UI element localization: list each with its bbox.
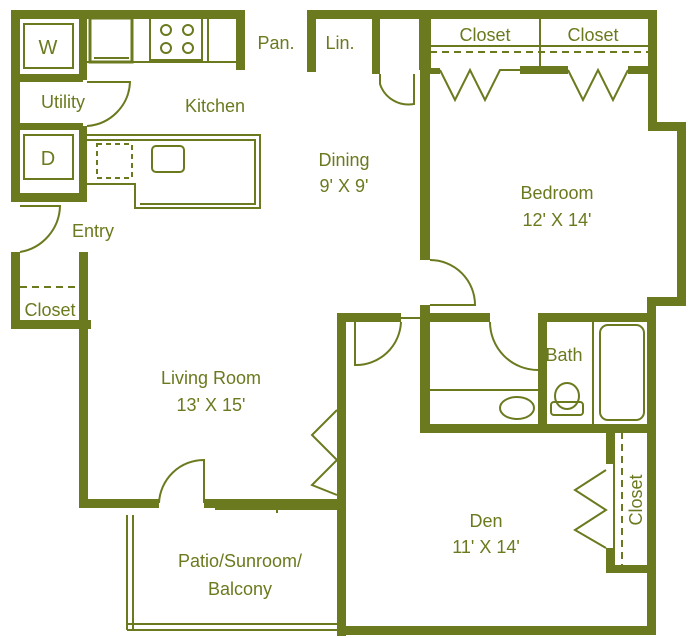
doors <box>19 67 629 549</box>
bedroom-closet-left-label: Closet <box>459 25 510 45</box>
fixtures <box>23 16 645 421</box>
washer-label: W <box>39 37 58 59</box>
dining-size: 9' X 9' <box>320 176 369 196</box>
linen-label: Lin. <box>325 33 354 53</box>
washer-icon <box>23 23 74 69</box>
dryer-label: D <box>41 148 55 170</box>
walls <box>11 10 686 636</box>
bedroom-size: 12' X 14' <box>523 210 592 230</box>
stove-icon <box>149 17 203 61</box>
entry-closet-label: Closet <box>24 300 75 320</box>
den-size: 11' X 14' <box>452 537 520 557</box>
sink-icon <box>151 145 185 173</box>
bath-label: Bath <box>545 345 582 365</box>
bath-sink-icon <box>499 396 535 420</box>
living-room-size: 13' X 15' <box>177 395 246 415</box>
dryer-icon <box>23 134 74 180</box>
den-label: Den <box>469 511 502 531</box>
patio-label-line1: Patio/Sunroom/ <box>178 551 302 571</box>
den-closet-label: Closet <box>626 474 646 525</box>
thin-lines <box>20 19 650 631</box>
living-room-label: Living Room <box>161 368 261 388</box>
kitchen-label: Kitchen <box>185 96 245 116</box>
bedroom-closet-right-label: Closet <box>567 25 618 45</box>
patio-label-line2: Balcony <box>208 579 272 599</box>
utility-label: Utility <box>41 92 85 112</box>
toilet-tank-icon <box>550 401 584 416</box>
dining-label: Dining <box>318 150 369 170</box>
labels: W D Utility Kitchen Pan. Lin. Closet Clo… <box>24 25 646 599</box>
entry-label: Entry <box>72 221 114 241</box>
dishwasher-icon <box>96 143 133 179</box>
bathtub-icon <box>599 324 645 421</box>
bedroom-label: Bedroom <box>520 183 593 203</box>
pantry-label: Pan. <box>257 33 294 53</box>
toilet-bowl-icon <box>554 382 580 410</box>
refrigerator-icon <box>88 16 134 64</box>
